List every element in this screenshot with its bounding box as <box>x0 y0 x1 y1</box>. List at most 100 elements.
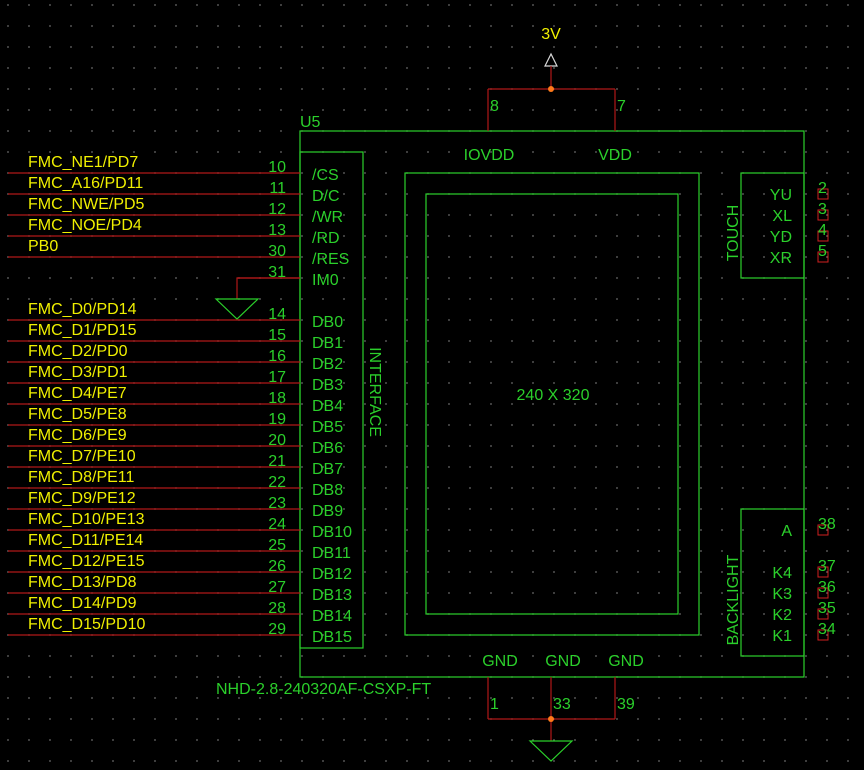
pin-terminal <box>817 209 829 221</box>
im0-ground-symbol <box>214 298 260 320</box>
pin-number: 36 <box>818 579 836 596</box>
net-label: FMC_D7/PE10 <box>28 448 136 465</box>
pin-name: DB5 <box>312 419 343 436</box>
pin-terminal <box>817 524 829 536</box>
pin-8-number: 8 <box>490 98 499 115</box>
pin-name: DB8 <box>312 482 343 499</box>
power-junction <box>548 86 554 92</box>
pin-name: DB4 <box>312 398 343 415</box>
net-label: FMC_D15/PD10 <box>28 616 145 633</box>
pin-name: DB1 <box>312 335 343 352</box>
pin-name: DB9 <box>312 503 343 520</box>
pin-vdd-name: VDD <box>598 147 632 164</box>
net-label: FMC_NWE/PD5 <box>28 196 145 213</box>
pin-name: K3 <box>772 586 792 603</box>
net-label: FMC_D5/PE8 <box>28 406 127 423</box>
pin-terminal <box>817 251 829 263</box>
pin-terminal <box>817 629 829 641</box>
net-label: FMC_A16/PD11 <box>28 175 143 192</box>
pin-name: XL <box>772 208 792 225</box>
pin-name: DB14 <box>312 608 352 625</box>
pin-name: A <box>781 523 792 540</box>
net-label: FMC_D2/PD0 <box>28 343 128 360</box>
net-label: PB0 <box>28 238 58 255</box>
power-arrow-symbol <box>544 52 558 67</box>
part-number: NHD-2.8-240320AF-CSXP-FT <box>216 681 431 698</box>
pin-number: 15 <box>268 327 286 344</box>
pin-name: DB15 <box>312 629 352 646</box>
pin-number: 2 <box>818 180 827 197</box>
pin-name: /RES <box>312 251 349 268</box>
pin-number: 30 <box>268 243 286 260</box>
display-outer-frame <box>404 172 700 636</box>
pin-number: 22 <box>268 474 286 491</box>
pin-number: 3 <box>818 201 827 218</box>
pin-number: 28 <box>268 600 286 617</box>
pin-number: 27 <box>268 579 286 596</box>
net-label: FMC_D12/PE15 <box>28 553 145 570</box>
pin-name: YU <box>770 187 792 204</box>
pin-name: DB2 <box>312 356 343 373</box>
net-label: FMC_D14/PD9 <box>28 595 137 612</box>
pin-name: DB10 <box>312 524 352 541</box>
pin-number: 24 <box>268 516 286 533</box>
gnd-name-39: GND <box>608 653 644 670</box>
pin-name: DB13 <box>312 587 352 604</box>
pin-number: 10 <box>268 159 286 176</box>
gnd-junction <box>548 716 554 722</box>
pin-name: K4 <box>772 565 792 582</box>
pin-name: DB0 <box>312 314 343 331</box>
net-label: FMC_D6/PE9 <box>28 427 127 444</box>
interface-block <box>299 151 364 649</box>
pin-name: D/C <box>312 188 340 205</box>
pin-name: /CS <box>312 167 339 184</box>
pin-terminal <box>817 608 829 620</box>
pin-name: /RD <box>312 230 340 247</box>
pin-number: 31 <box>268 264 286 281</box>
pin-terminal <box>817 566 829 578</box>
net-label: FMC_D11/PE14 <box>28 532 143 549</box>
interface-label: INTERFACE <box>366 347 383 437</box>
pin-33-number: 33 <box>553 696 571 713</box>
net-label: FMC_D1/PD15 <box>28 322 137 339</box>
pin-number: 21 <box>268 453 286 470</box>
net-label: FMC_D3/PD1 <box>28 364 128 381</box>
pin-number: 4 <box>818 222 827 239</box>
pin-39-number: 39 <box>617 696 635 713</box>
gnd-name-1: GND <box>482 653 518 670</box>
pin-number: 23 <box>268 495 286 512</box>
net-label: FMC_D0/PD14 <box>28 301 137 318</box>
pin-number: 34 <box>818 621 836 638</box>
pin-iovdd-name: IOVDD <box>464 147 515 164</box>
pin-number: 38 <box>818 516 836 533</box>
pin-terminal <box>817 587 829 599</box>
pin-number: 5 <box>818 243 827 260</box>
pin-name: YD <box>770 229 792 246</box>
pin-terminal <box>817 230 829 242</box>
pin-number: 19 <box>268 411 286 428</box>
pin-number: 35 <box>818 600 836 617</box>
pin-name: K2 <box>772 607 792 624</box>
pin-1-number: 1 <box>490 696 499 713</box>
pin-number: 16 <box>268 348 286 365</box>
pin-name: DB7 <box>312 461 343 478</box>
net-label: FMC_D13/PD8 <box>28 574 137 591</box>
pin-number: 37 <box>818 558 836 575</box>
pin-number: 18 <box>268 390 286 407</box>
pin-name: K1 <box>772 628 792 645</box>
pin-number: 12 <box>268 201 286 218</box>
pin-number: 20 <box>268 432 286 449</box>
pin-name: DB3 <box>312 377 343 394</box>
pin-number: 11 <box>269 180 286 197</box>
gnd-symbol <box>528 740 574 762</box>
pin-number: 26 <box>268 558 286 575</box>
backlight-label: BACKLIGHT <box>725 554 742 645</box>
pin-7-number: 7 <box>617 98 626 115</box>
display-inner-frame <box>425 193 679 615</box>
pin-number: 29 <box>268 621 286 638</box>
pin-name: /WR <box>312 209 343 226</box>
pin-name: DB11 <box>312 545 351 562</box>
pin-name: DB6 <box>312 440 343 457</box>
net-label: FMC_D9/PE12 <box>28 490 136 507</box>
